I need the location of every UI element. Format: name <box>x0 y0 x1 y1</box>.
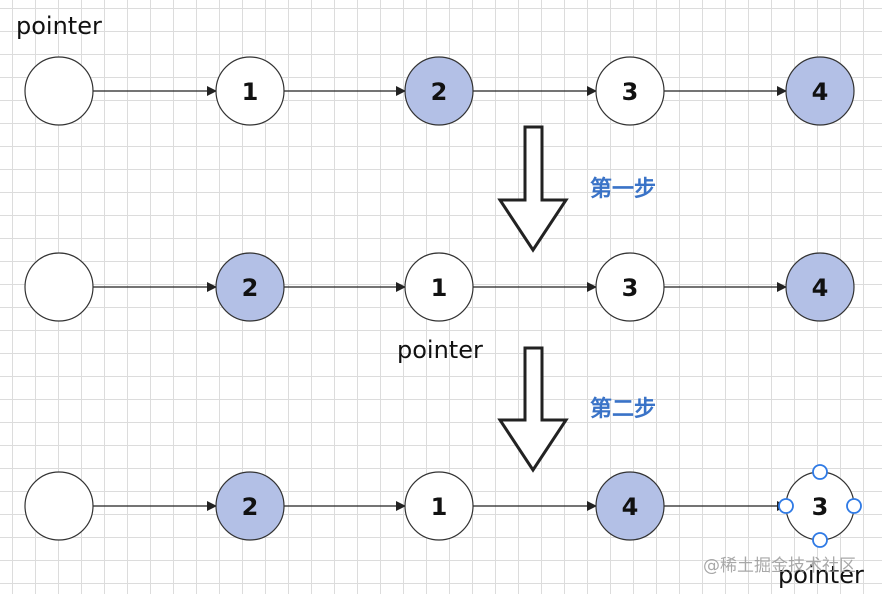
selection-handle[interactable] <box>812 532 828 548</box>
node-label: 3 <box>622 78 639 106</box>
list-node-2[interactable]: 2 <box>215 471 285 541</box>
list-node-4[interactable]: 4 <box>595 471 665 541</box>
node-circle <box>24 56 94 126</box>
pointer-label-row-2: pointer <box>397 336 483 364</box>
pointer-label-row-3: pointer <box>778 561 864 589</box>
node-circle <box>785 56 855 126</box>
node-label: 2 <box>242 493 259 521</box>
node-circle <box>404 252 474 322</box>
list-node-3[interactable]: 3 <box>778 464 862 548</box>
node-label: 3 <box>622 274 639 302</box>
step-down-arrow-2 <box>497 346 569 473</box>
node-label: 1 <box>431 493 448 521</box>
selection-handle[interactable] <box>778 498 794 514</box>
list-node-1[interactable]: 1 <box>404 252 474 322</box>
list-node-4[interactable]: 4 <box>785 56 855 126</box>
node-circle <box>24 252 94 322</box>
list-node-head[interactable] <box>24 56 94 126</box>
node-label: 2 <box>431 78 448 106</box>
node-circle <box>215 252 285 322</box>
node-label: 4 <box>812 274 829 302</box>
node-label: 4 <box>812 78 829 106</box>
step-down-arrow-1 <box>497 125 569 253</box>
node-circle <box>595 471 665 541</box>
step-label-2: 第二步 <box>590 397 657 422</box>
pointer-label-row-1: pointer <box>16 12 102 40</box>
list-node-1[interactable]: 1 <box>404 471 474 541</box>
step-label-1: 第一步 <box>590 177 657 202</box>
list-row-3: 2 1 4 3 <box>24 464 862 548</box>
node-circle <box>404 471 474 541</box>
node-circle <box>595 56 665 126</box>
list-row-2: 2 1 3 4 <box>24 252 855 322</box>
watermark: @稀土掘金技术社区 <box>703 556 856 576</box>
node-label: 4 <box>622 493 639 521</box>
node-label: 2 <box>242 274 259 302</box>
node-circle <box>24 471 94 541</box>
node-circle <box>215 56 285 126</box>
list-node-head[interactable] <box>24 252 94 322</box>
list-node-1[interactable]: 1 <box>215 56 285 126</box>
node-circle <box>785 252 855 322</box>
list-node-4[interactable]: 4 <box>785 252 855 322</box>
node-circle <box>595 252 665 322</box>
node-label: 1 <box>431 274 448 302</box>
selection-handle[interactable] <box>812 464 828 480</box>
node-circle <box>215 471 285 541</box>
selection-handle[interactable] <box>846 498 862 514</box>
node-label: 1 <box>242 78 259 106</box>
list-row-1: 1 2 3 4 <box>24 56 855 126</box>
node-circle <box>404 56 474 126</box>
list-node-head[interactable] <box>24 471 94 541</box>
list-node-2[interactable]: 2 <box>404 56 474 126</box>
list-node-3[interactable]: 3 <box>595 56 665 126</box>
node-label: 3 <box>812 493 829 521</box>
list-node-2[interactable]: 2 <box>215 252 285 322</box>
list-node-3[interactable]: 3 <box>595 252 665 322</box>
